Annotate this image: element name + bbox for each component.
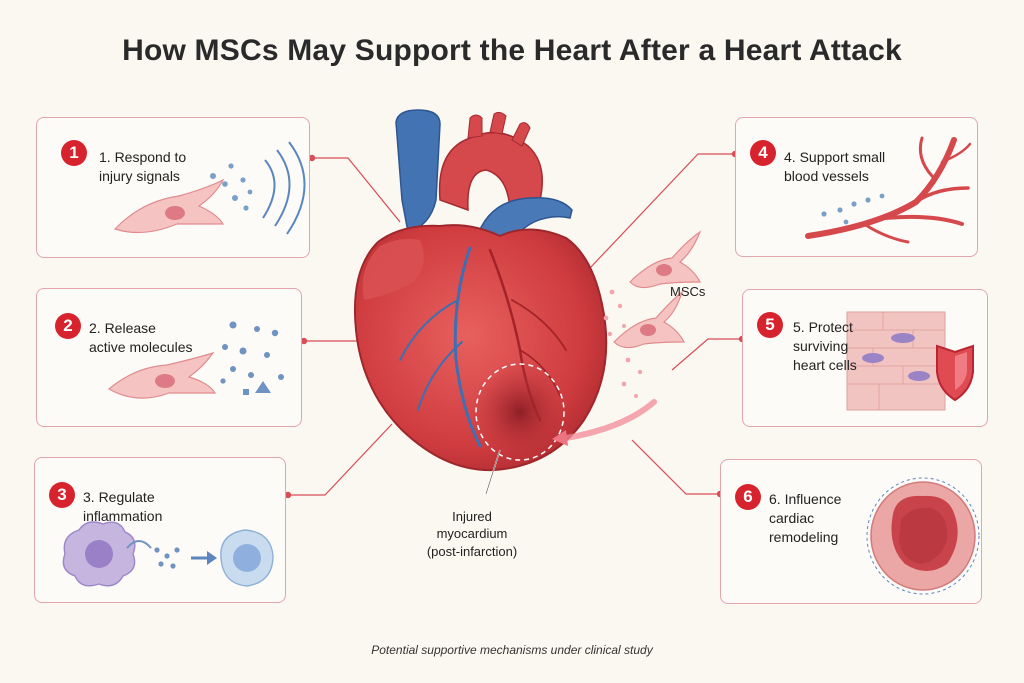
mechanism-label: 3. Regulate inflammation (83, 489, 163, 524)
signal-wave-icon (262, 159, 276, 219)
mechanism-label: 2. Release active molecules (89, 320, 193, 355)
mechanism-label: 1. Respond to injury signals (99, 149, 187, 184)
molecule-release-illustration (107, 321, 284, 399)
msc-cells (613, 230, 702, 349)
injured-myocardium-label: Injured myocardium (436, 509, 508, 541)
mechanism-card-1: 1 1. Respond to injury signals (36, 117, 310, 258)
mechanism-number-badge: 2 (55, 313, 81, 339)
page-title: How MSCs May Support the Heart After a H… (122, 34, 902, 67)
post-infarction-label: (post-infarction) (426, 544, 518, 559)
connector-line-5 (671, 338, 742, 371)
mechanism-card-2: 2 2. Release active molecules (36, 288, 302, 427)
mechanism-number-badge: 4 (750, 140, 776, 166)
protected-heart-cells-illustration (846, 311, 974, 411)
immune-regulation-illustration (62, 521, 274, 587)
mechanism-card-6: 6 6. Influence cardiac remodeling (720, 459, 982, 604)
connector-line-1 (312, 157, 401, 223)
connector-line-4 (589, 153, 735, 269)
mechanism-label: 5. Protect surviving heart cells (793, 319, 857, 373)
mechanism-card-4: 4 4. Support small blood vessels (735, 117, 978, 257)
mechanism-number-badge: 6 (735, 484, 761, 510)
mechanism-number-badge: 1 (61, 140, 87, 166)
cardiac-remodeling-illustration (866, 477, 980, 595)
injured-region (470, 360, 570, 464)
mechanism-label: 6. Influence cardiac remodeling (769, 491, 842, 545)
mscs-label: MSCs (670, 284, 706, 299)
mechanism-number-badge: 5 (757, 312, 783, 338)
blood-vessel-illustration (805, 136, 972, 244)
footer-note: Potential supportive mechanisms under cl… (371, 643, 653, 657)
msc-signal-illustration (113, 141, 306, 235)
mechanism-card-3: 3 3. Regulate inflammation (34, 457, 286, 603)
connector-line-3 (288, 423, 393, 496)
aorta (438, 131, 543, 212)
mechanism-label: 4. Support small blood vessels (784, 149, 886, 184)
mechanism-number-badge: 3 (49, 482, 75, 508)
mechanism-card-5: 5 5. Protect surviving heart cells (742, 289, 988, 427)
vena-cava (395, 109, 441, 233)
connector-line-6 (631, 439, 720, 495)
